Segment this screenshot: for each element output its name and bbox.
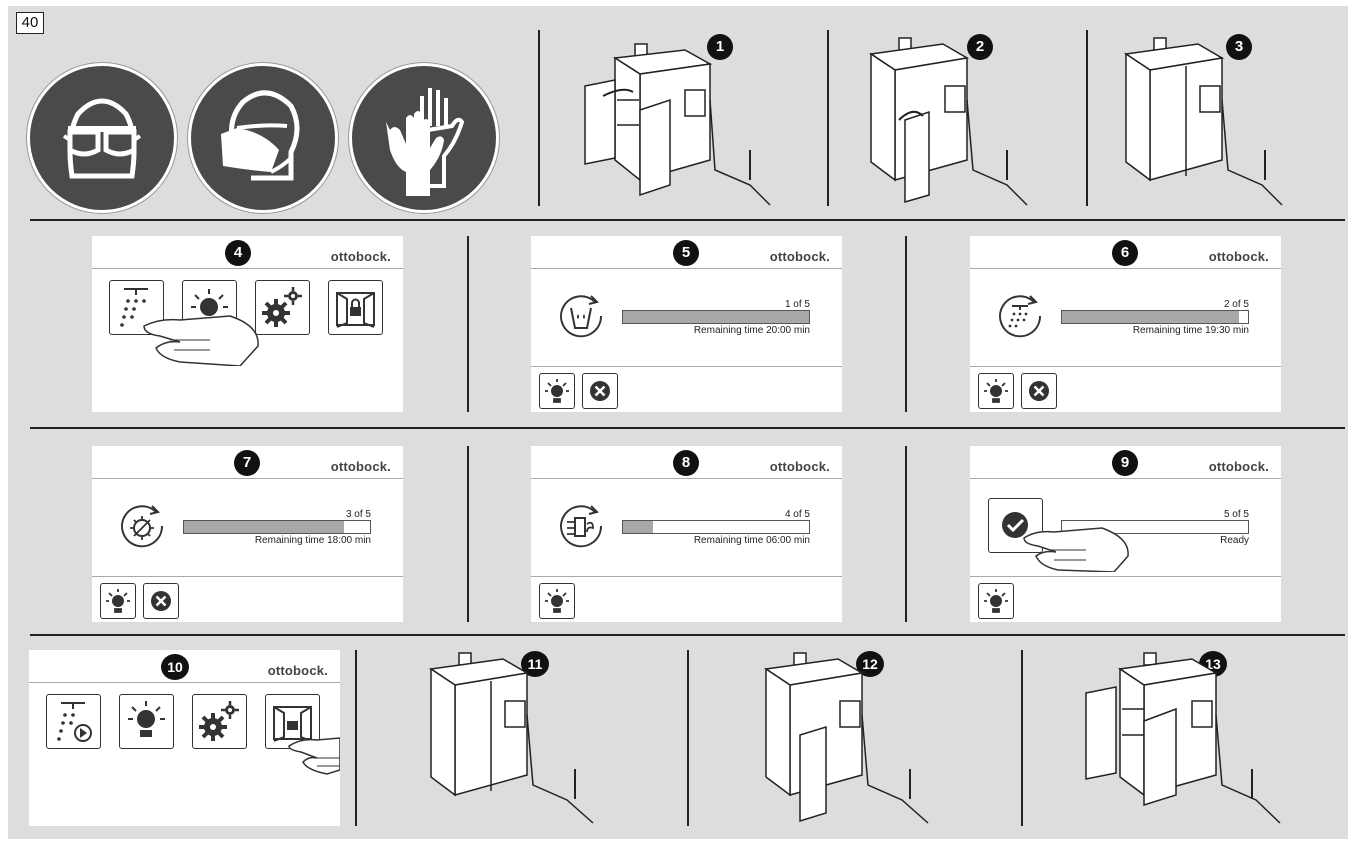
spray-cycle-icon	[996, 292, 1044, 340]
settings-button[interactable]	[192, 694, 247, 749]
header-divider	[29, 682, 340, 683]
column-divider	[827, 30, 829, 206]
column-divider	[1021, 650, 1023, 826]
remaining-time: Remaining time 20:00 min	[610, 325, 810, 336]
row-divider	[30, 634, 1345, 636]
remaining-time: Remaining time 18:00 min	[171, 535, 371, 546]
footer-divider	[531, 366, 842, 367]
column-divider	[1086, 30, 1088, 206]
program-running-screen-step-2: 6 ottobock. 2 of 5 Remaining time 19:30 …	[970, 236, 1281, 412]
light-button[interactable]	[539, 583, 575, 619]
header-divider	[92, 478, 403, 479]
hand-pointer-icon	[287, 720, 340, 776]
brand-logo: ottobock.	[331, 459, 391, 474]
step-counter: 4 of 5	[730, 509, 810, 520]
progress-fill	[623, 521, 653, 533]
cabinet-closed-illustration	[1110, 30, 1310, 210]
header-divider	[970, 268, 1281, 269]
step-badge: 5	[673, 240, 699, 266]
cancel-button[interactable]	[582, 373, 618, 409]
step-counter: 2 of 5	[1169, 299, 1249, 310]
face-mask-icon	[188, 63, 338, 213]
row-divider	[30, 219, 1345, 221]
header-divider	[92, 268, 403, 269]
brand-logo: ottobock.	[331, 249, 391, 264]
cabinet-closed-illustration	[425, 645, 625, 830]
cabinet-closing-doors-illustration	[847, 30, 1067, 210]
column-divider	[687, 650, 689, 826]
figure-number: 40	[16, 12, 44, 34]
brand-logo: ottobock.	[1209, 459, 1269, 474]
progress-fill	[1062, 311, 1239, 323]
program-running-screen-step-3: 7 ottobock. 3 of 5 Remaining time 18:00 …	[92, 446, 403, 622]
footer-divider	[970, 366, 1281, 367]
column-divider	[355, 650, 357, 826]
brand-logo: ottobock.	[268, 663, 328, 678]
remaining-time: Remaining time 06:00 min	[610, 535, 810, 546]
progress-bar	[622, 310, 810, 324]
step-badge: 4	[225, 240, 251, 266]
header-divider	[531, 268, 842, 269]
hand-pointer-icon	[1022, 516, 1132, 572]
cancel-button[interactable]	[1021, 373, 1057, 409]
step-badge: 10	[161, 654, 189, 680]
home-screen-unlock-door: 10 ottobock.	[29, 650, 340, 826]
program-running-screen-step-4: 8 ottobock. 4 of 5 Remaining time 06:00 …	[531, 446, 842, 622]
header-divider	[970, 478, 1281, 479]
hand-pointer-icon	[140, 306, 260, 366]
cabinet-opening-doors-illustration	[760, 645, 960, 830]
progress-bar	[183, 520, 371, 534]
header-divider	[531, 478, 842, 479]
light-button[interactable]	[978, 373, 1014, 409]
home-screen-select-program: 4 ottobock.	[92, 236, 403, 412]
step-badge: 8	[673, 450, 699, 476]
column-divider	[467, 446, 469, 622]
step-badge: 6	[1112, 240, 1138, 266]
remaining-time: Remaining time 19:30 min	[1049, 325, 1249, 336]
step-badge: 7	[234, 450, 260, 476]
brand-logo: ottobock.	[770, 459, 830, 474]
progress-bar	[622, 520, 810, 534]
safety-goggles-icon	[27, 63, 177, 213]
progress-fill	[184, 521, 344, 533]
settings-button[interactable]	[255, 280, 310, 335]
cabinet-open-both-doors-illustration	[575, 30, 805, 210]
door-unlock-button[interactable]	[328, 280, 383, 335]
light-button[interactable]	[539, 373, 575, 409]
column-divider	[467, 236, 469, 412]
step-counter: 1 of 5	[730, 299, 810, 310]
progress-fill	[623, 311, 809, 323]
column-divider	[905, 446, 907, 622]
step-counter: 3 of 5	[291, 509, 371, 520]
footer-divider	[531, 576, 842, 577]
cancel-button[interactable]	[143, 583, 179, 619]
light-button[interactable]	[119, 694, 174, 749]
cabinet-open-both-doors-illustration	[1080, 645, 1300, 830]
water-fill-cycle-icon	[557, 292, 605, 340]
step-counter: 5 of 5	[1169, 509, 1249, 520]
footer-divider	[92, 576, 403, 577]
drying-cycle-icon	[557, 502, 605, 550]
brand-logo: ottobock.	[1209, 249, 1269, 264]
step-badge: 9	[1112, 450, 1138, 476]
column-divider	[538, 30, 540, 206]
start-program-button[interactable]	[46, 694, 101, 749]
light-button[interactable]	[100, 583, 136, 619]
disinfection-cycle-icon	[118, 502, 166, 550]
program-complete-screen: 9 ottobock. 5 of 5 Ready	[970, 446, 1281, 622]
progress-bar	[1061, 310, 1249, 324]
program-running-screen-step-1: 5 ottobock. 1 of 5 Remaining time 20:00 …	[531, 236, 842, 412]
light-button[interactable]	[978, 583, 1014, 619]
row-divider	[30, 427, 1345, 429]
footer-divider	[970, 576, 1281, 577]
column-divider	[905, 236, 907, 412]
protective-gloves-icon	[349, 63, 499, 213]
brand-logo: ottobock.	[770, 249, 830, 264]
